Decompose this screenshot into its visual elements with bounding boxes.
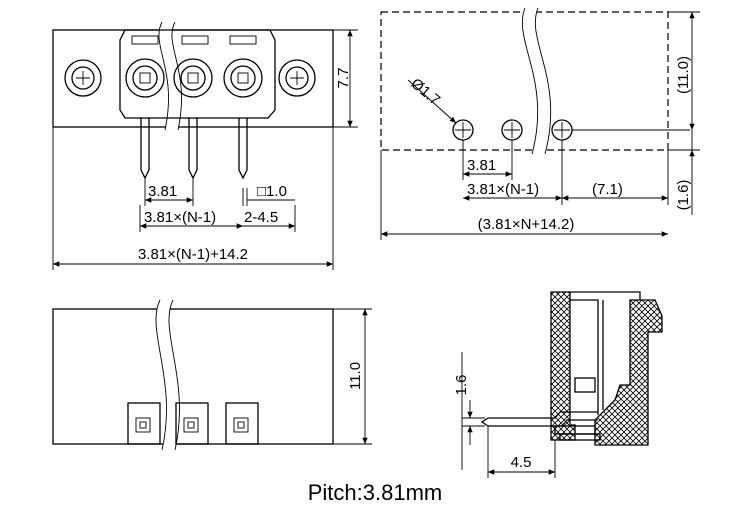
dim-pcb-total: (3.81×N+14.2)	[478, 216, 575, 233]
terminal-screw-2	[173, 58, 213, 98]
dim-pcb-hole-dia: Ø1.7	[407, 75, 443, 109]
flange-screw-left	[64, 59, 102, 97]
bottom-terminal-2	[175, 402, 209, 445]
pcb-layout-view: Ø1.7 (11.0) 3.81 3.81×(N-1) (7.1) (1.6) …	[380, 7, 700, 240]
bottom-terminal-3	[225, 402, 259, 445]
bent-pin	[488, 411, 598, 419]
bottom-terminal-1	[127, 402, 161, 445]
terminal-screw-3	[223, 58, 263, 98]
break-line	[168, 299, 180, 451]
inner-wall	[570, 299, 599, 415]
dim-pcb-height: (11.0)	[675, 56, 692, 94]
front-view: 7.7 3.81 □1.0 3.81×(N-1) 2-4.5 3.81×(N-1…	[52, 21, 358, 270]
bottom-view: 11.0	[52, 299, 372, 451]
housing-body-right	[594, 299, 663, 446]
dim-side-pin-length: 4.5	[511, 454, 532, 471]
break-line	[521, 7, 539, 155]
dim-side-pin-height: 1.6	[453, 375, 470, 396]
break-line	[155, 299, 167, 451]
break-line	[534, 7, 552, 155]
flange-screw-right	[278, 59, 316, 97]
dim-pcb-edge: (1.6)	[675, 180, 692, 211]
terminal-screw-1	[125, 58, 165, 98]
dim-pcb-side: (7.1)	[592, 181, 623, 198]
dim-bottom-height: 11.0	[347, 362, 364, 390]
bottom-body-outline	[52, 308, 334, 445]
plug-tab	[229, 35, 257, 45]
dim-front-pin-square: □1.0	[257, 183, 287, 200]
side-section-view: 1.6 4.5	[453, 291, 663, 478]
dim-front-pitch-n: 3.81×(N-1)	[144, 209, 216, 226]
bent-pin	[488, 419, 598, 427]
dim-front-offset: 2-4.5	[244, 209, 278, 226]
dim-front-height: 7.7	[335, 68, 352, 89]
housing-top	[570, 291, 641, 300]
contact-block	[574, 377, 596, 393]
pitch-caption: Pitch:3.81mm	[308, 480, 443, 505]
plug-tab	[131, 35, 159, 45]
pcb-holes	[452, 119, 573, 141]
plug-housing	[119, 29, 276, 119]
dim-front-total: 3.81×(N-1)+14.2	[138, 246, 248, 263]
pin-tip	[480, 417, 489, 427]
dim-front-pitch: 3.81	[148, 183, 177, 200]
dim-pcb-pitch: 3.81	[467, 157, 496, 174]
front-body-outline	[52, 29, 334, 128]
dim-pcb-pitch-n: 3.81×(N-1)	[467, 181, 539, 198]
pin-base	[559, 433, 601, 441]
plug-tab	[181, 35, 209, 45]
